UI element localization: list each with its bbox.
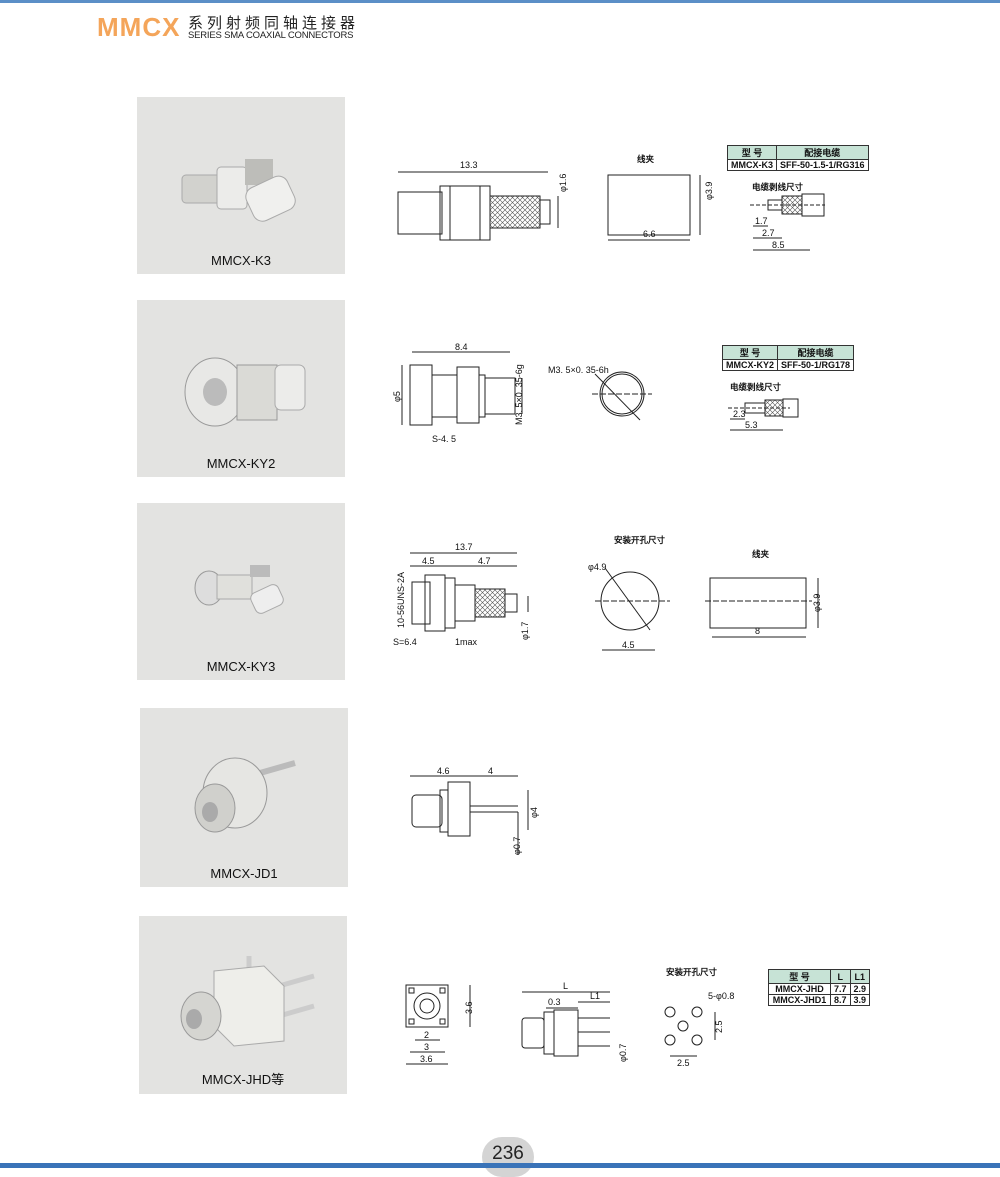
dim-label: φ0.7 (618, 1044, 628, 1062)
dim-label: 6.6 (643, 229, 656, 239)
connector-image (194, 565, 284, 614)
top-border (0, 0, 1000, 3)
product-name: MMCX-K3 (211, 253, 271, 268)
table-cell: MMCX-K3 (727, 159, 777, 171)
drawing-jd1 (410, 775, 529, 855)
dim-label: 1.7 (755, 216, 768, 226)
dim-label: 5-φ0.8 (708, 991, 734, 1001)
connector-image (194, 757, 296, 833)
dim-label: 3.6 (464, 1001, 474, 1014)
table-cell: MMCX-JHD1 (768, 994, 831, 1006)
dim-label: 2.7 (762, 228, 775, 238)
drawing-ky2 (401, 351, 799, 431)
dim-label: φ4 (529, 807, 539, 818)
table-cell: 3.9 (849, 994, 871, 1006)
dim-label: φ1.6 (558, 174, 568, 192)
dim-label: 2.5 (677, 1058, 690, 1068)
dim-label: 3 (424, 1042, 429, 1052)
clip-title: 线夹 (752, 549, 770, 559)
dim-label: S=6.4 (393, 637, 417, 647)
dim-label: φ5 (392, 391, 402, 402)
page-number: 236 (482, 1137, 534, 1177)
drawing-jhd (405, 984, 716, 1065)
dim-label: 4.5 (622, 640, 635, 650)
strip-title: 电缆剥线尺寸 (730, 382, 782, 392)
dim-label: 2.5 (714, 1020, 724, 1033)
dim-label: 2 (424, 1030, 429, 1040)
panel-title: 安装开孔尺寸 (666, 967, 718, 977)
dim-label: 2.3 (733, 409, 746, 419)
dim-label: S-4. 5 (432, 434, 456, 444)
dim-label: φ3.9 (812, 594, 822, 612)
dim-label: φ1.7 (520, 622, 530, 640)
clip-title: 线夹 (637, 154, 655, 164)
dim-label: φ0.7 (512, 837, 522, 855)
connector-image (180, 956, 315, 1047)
table-header: 配接电缆 (776, 145, 869, 160)
product-photo-jhd: MMCX-JHD等 (139, 916, 347, 1094)
dim-label: M3. 5×0. 35-6h (548, 365, 609, 375)
dim-label: 3.6 (420, 1054, 433, 1064)
table-header: L (830, 969, 851, 984)
bottom-border (0, 1163, 1000, 1168)
dim-label: 8 (755, 626, 760, 636)
strip-title: 电缆剥线尺寸 (752, 182, 804, 192)
dim-label: φ3.9 (704, 182, 714, 200)
product-photo-ky3: MMCX-KY3 (137, 503, 345, 680)
product-photo-jd1: MMCX-JD1 (140, 708, 348, 887)
product-name: MMCX-JHD等 (201, 1072, 285, 1087)
dim-label: 8.5 (772, 240, 785, 250)
series-title-cn: 系列射频同轴连接器 (188, 15, 360, 32)
table-header: 配接电缆 (777, 345, 855, 360)
product-name: MMCX-KY3 (206, 659, 276, 674)
panel-title: 安装开孔尺寸 (614, 535, 666, 545)
brand-logo: MMCX (97, 12, 181, 42)
product-name: MMCX-JD1 (210, 866, 278, 881)
dim-label: 5.3 (745, 420, 758, 430)
dim-label: L (563, 981, 568, 991)
table-header: L1 (849, 969, 871, 984)
dim-label: 4.7 (478, 556, 491, 566)
dim-label: 1max (455, 637, 478, 647)
dim-label: 0.3 (548, 997, 561, 1007)
table-cell: SFF-50-1/RG178 (777, 359, 855, 371)
dim-label: 13.7 (455, 542, 473, 552)
table-cell: SFF-50-1.5-1/RG316 (776, 159, 869, 171)
drawing-ky3 (410, 552, 819, 651)
dim-label: 4.5 (422, 556, 435, 566)
connector-image (184, 357, 306, 427)
dim-label: 4.6 (437, 766, 450, 776)
dim-label: 13.3 (460, 160, 478, 170)
dim-label: 8.4 (455, 342, 468, 352)
product-photo-k3: MMCX-K3 (137, 97, 345, 274)
dim-label: 4 (488, 766, 493, 776)
series-title-en: SERIES SMA COAXIAL CONNECTORS (188, 30, 354, 41)
drawing-k3 (397, 171, 825, 251)
product-photo-ky2: MMCX-KY2 (137, 300, 345, 477)
dim-label: M3. 5×0. 35-6g (514, 364, 524, 425)
table-header: 型 号 (727, 145, 777, 160)
dim-label: L1 (590, 991, 600, 1001)
product-name: MMCX-KY2 (206, 456, 276, 471)
connector-image (181, 159, 296, 222)
dim-label: φ4.9 (588, 562, 606, 572)
dim-label: 10-56UNS-2A (396, 572, 406, 628)
